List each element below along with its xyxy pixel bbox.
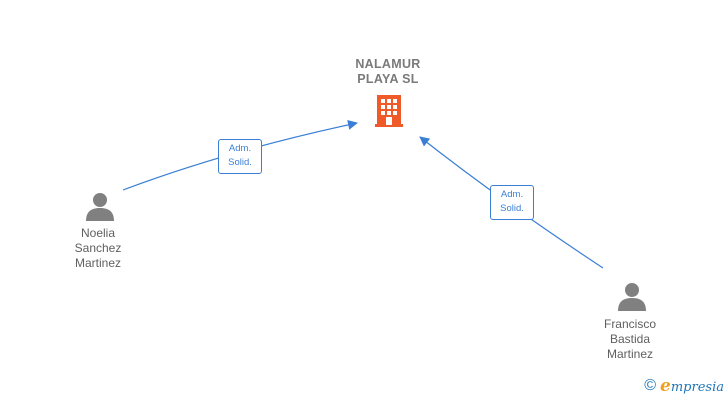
empresia-watermark: © empresia — [644, 376, 724, 396]
person-icon[interactable] — [618, 283, 646, 311]
person-icon[interactable] — [86, 193, 114, 221]
person-name-francisco[interactable]: Francisco Bastida Martinez — [603, 317, 656, 361]
copyright-icon: © — [644, 377, 657, 394]
building-icon[interactable] — [375, 95, 403, 127]
person-name-noelia[interactable]: Noelia Sanchez Martinez — [74, 226, 122, 270]
relation-label-noelia: Adm. Solid. — [218, 139, 262, 174]
relation-label-francisco: Adm. Solid. — [490, 185, 534, 220]
brand-logo: empresia — [660, 376, 724, 396]
company-name[interactable]: NALAMUR PLAYA SL — [355, 57, 421, 86]
